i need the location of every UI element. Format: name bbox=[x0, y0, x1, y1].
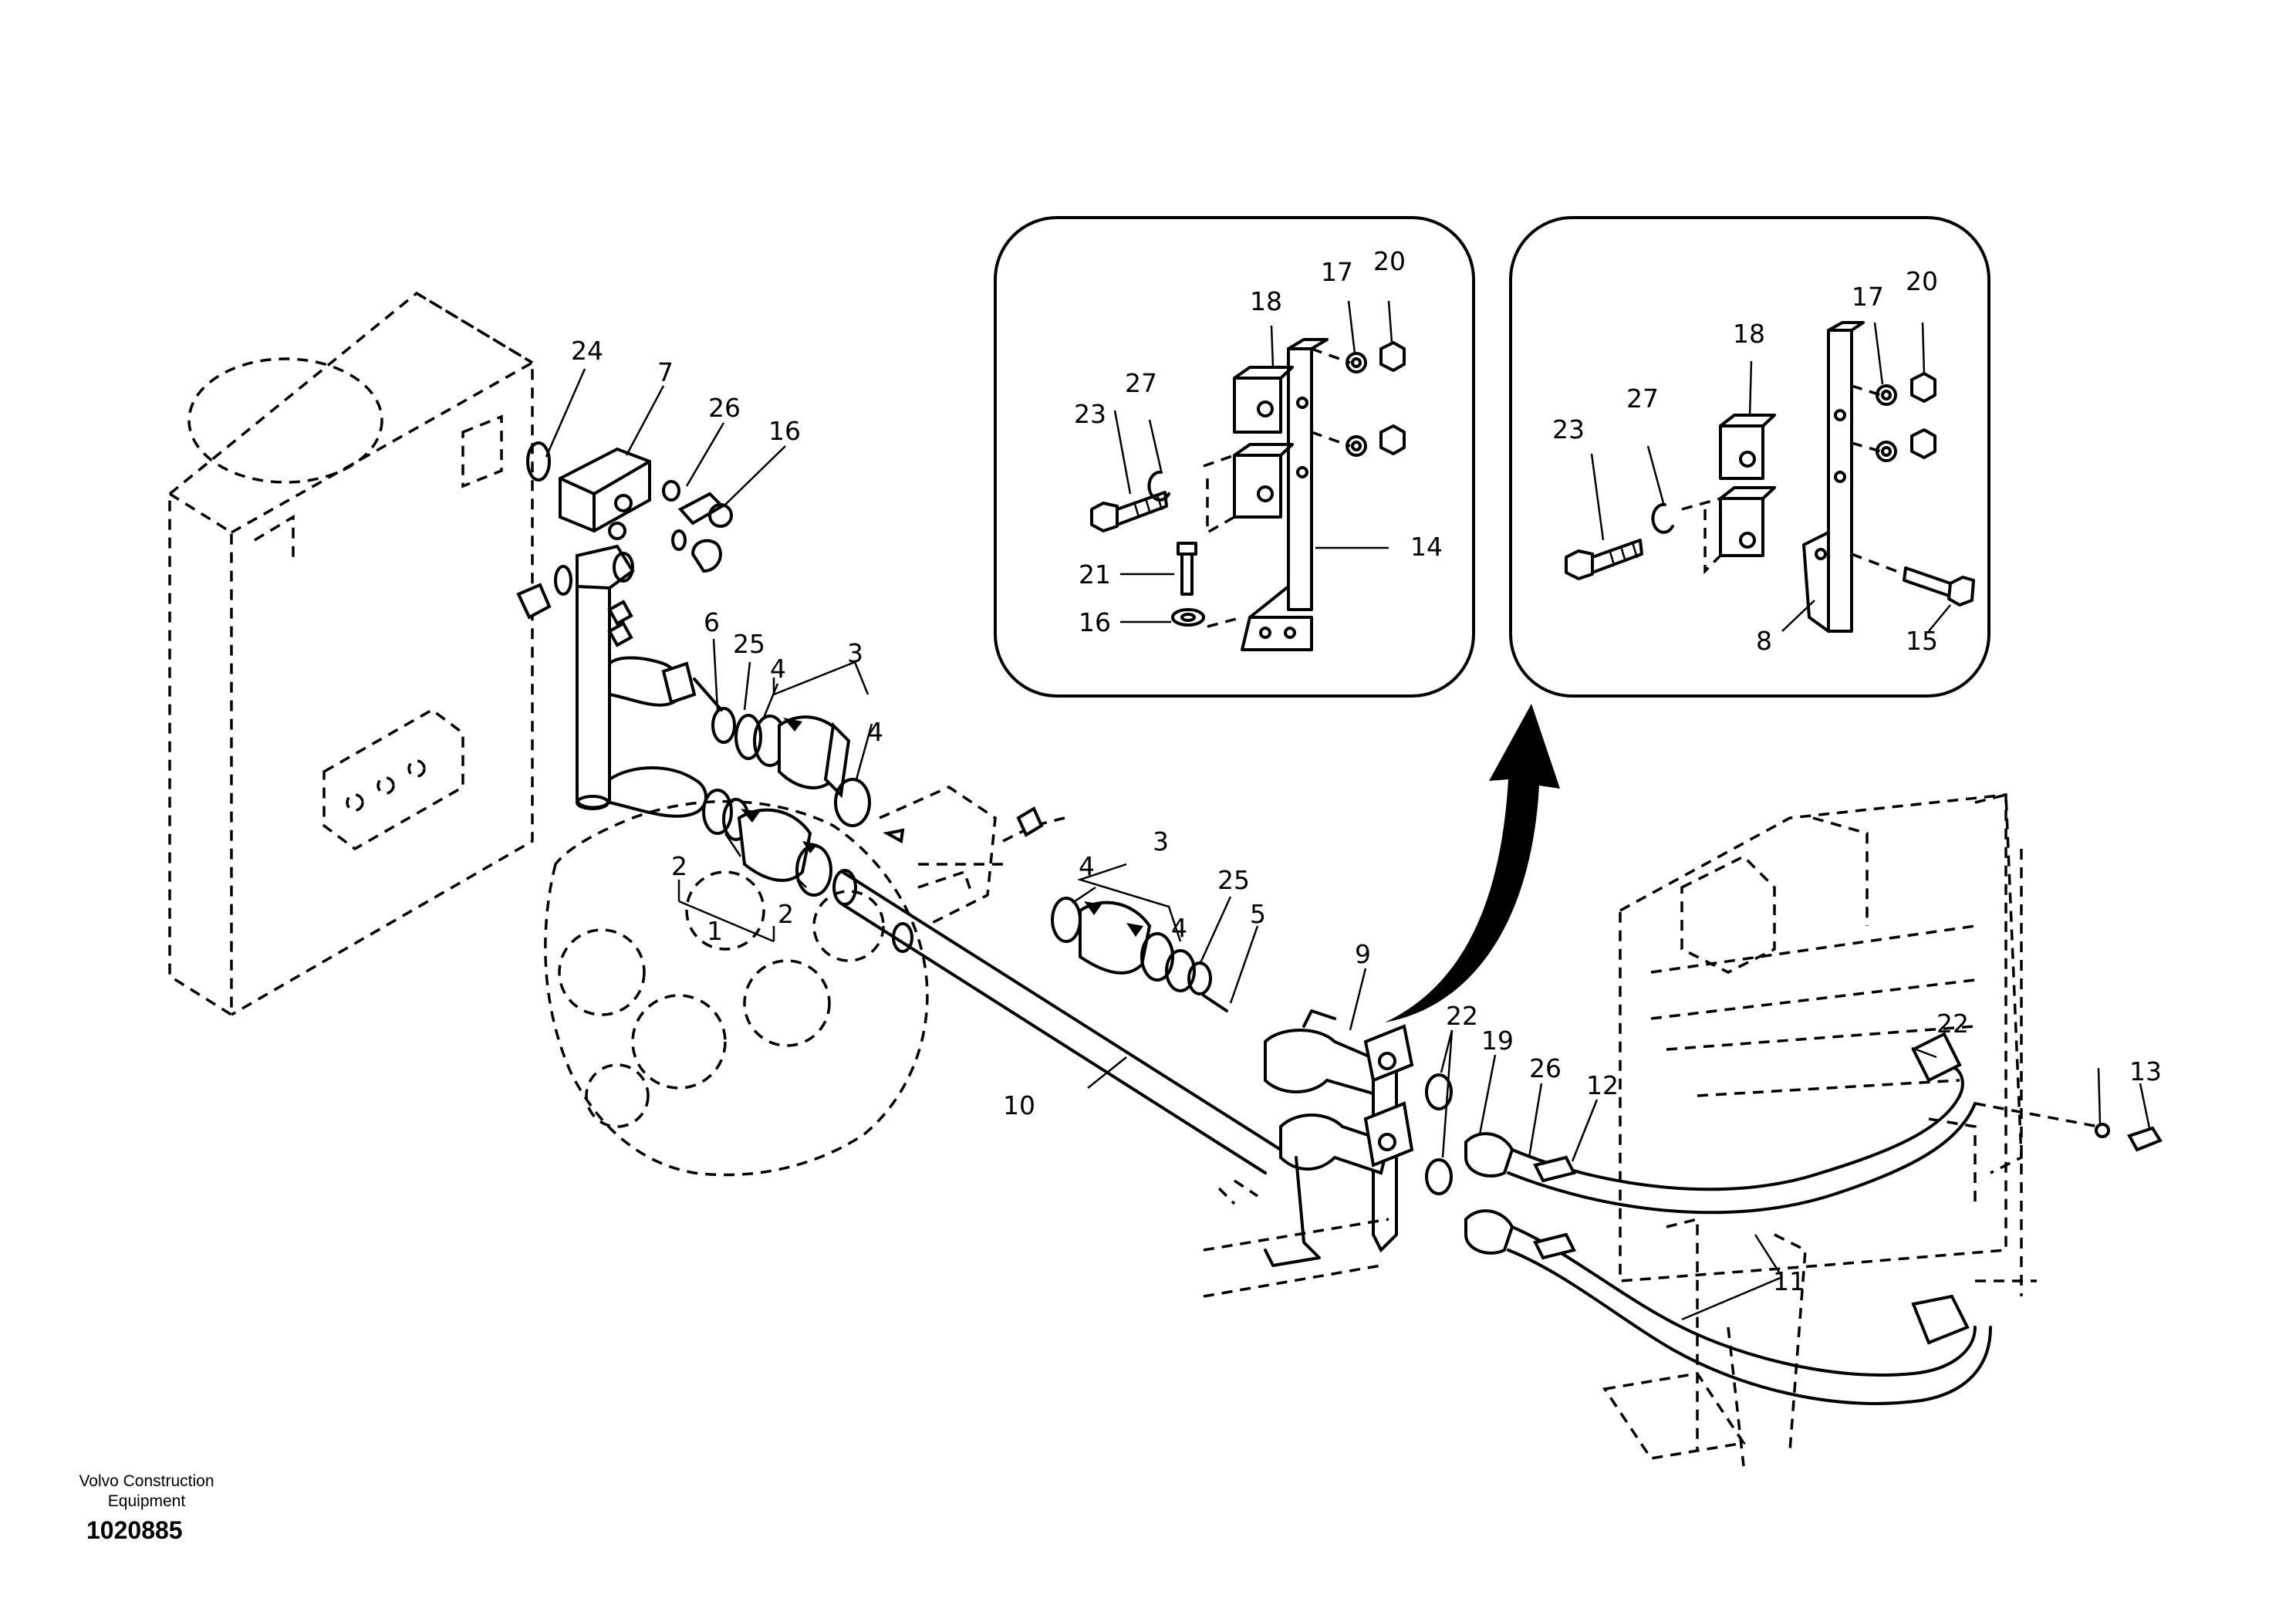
callout-11: 11 bbox=[1773, 1266, 1805, 1296]
callout-2-right: 2 bbox=[778, 899, 794, 929]
valve-block bbox=[516, 441, 733, 647]
callout-16-inset: 16 bbox=[1079, 607, 1111, 637]
callout-26-mid: 26 bbox=[1529, 1053, 1562, 1083]
callout-13: 13 bbox=[2129, 1056, 2162, 1086]
detail-inset-left bbox=[994, 216, 1475, 698]
callout-8: 8 bbox=[1756, 626, 1772, 656]
callout-21: 21 bbox=[1079, 559, 1111, 590]
brand-line-1: Volvo Construction bbox=[79, 1472, 214, 1490]
callout-3-mid: 3 bbox=[1153, 826, 1169, 857]
document-number: 1020885 bbox=[86, 1516, 183, 1544]
clamp-bracket-assembly bbox=[1203, 1009, 1453, 1298]
suction-pipe-vertical bbox=[576, 585, 707, 818]
callout-25-top: 25 bbox=[733, 629, 765, 659]
callout-20-inset-right: 20 bbox=[1906, 266, 1938, 296]
callout-20-inset-left: 20 bbox=[1373, 246, 1406, 276]
callout-25-mid: 25 bbox=[1217, 865, 1250, 895]
callout-15: 15 bbox=[1906, 626, 1938, 656]
callout-27-inset-left: 27 bbox=[1125, 368, 1157, 398]
leader-lines bbox=[545, 368, 2151, 1321]
callout-5: 5 bbox=[1250, 899, 1266, 929]
callout-4-top-right: 4 bbox=[867, 717, 883, 747]
callout-10: 10 bbox=[1003, 1090, 1035, 1120]
hose-lower-assembly bbox=[702, 789, 832, 897]
callout-14: 14 bbox=[1410, 532, 1443, 562]
direction-arrow bbox=[1385, 704, 1560, 1022]
callout-22-left: 22 bbox=[1446, 1001, 1478, 1031]
callout-26-top: 26 bbox=[708, 393, 741, 423]
cooler-hoses bbox=[1464, 1032, 2163, 1405]
callout-16-main: 16 bbox=[768, 416, 801, 446]
callout-9: 9 bbox=[1355, 939, 1371, 969]
callout-4-mid-right: 4 bbox=[1171, 913, 1187, 943]
engine-assembly bbox=[1602, 792, 2037, 1467]
callout-17-inset-right: 17 bbox=[1852, 282, 1884, 312]
callout-3-top: 3 bbox=[847, 638, 863, 668]
callout-18-inset-left: 18 bbox=[1250, 286, 1282, 316]
callout-24: 24 bbox=[571, 336, 603, 366]
callout-22-right: 22 bbox=[1936, 1009, 1969, 1039]
callout-6: 6 bbox=[704, 607, 720, 637]
callout-23-inset-left: 23 bbox=[1074, 399, 1106, 429]
callout-4-top-left: 4 bbox=[770, 654, 786, 684]
hose-upper-assembly bbox=[661, 661, 871, 827]
hydraulic-tank bbox=[168, 291, 534, 1018]
callout-27-inset-right: 27 bbox=[1626, 384, 1659, 414]
callout-2-left: 2 bbox=[671, 851, 687, 881]
hose-middle-assembly bbox=[1051, 897, 1228, 1012]
callout-17-inset-left: 17 bbox=[1321, 257, 1353, 287]
callout-4-mid-left: 4 bbox=[1079, 851, 1095, 881]
callout-18-inset-right: 18 bbox=[1733, 319, 1765, 349]
brand-line-2: Equipment bbox=[107, 1492, 186, 1510]
callout-labels: 23 27 18 17 20 21 16 14 23 27 18 17 20 8… bbox=[571, 246, 2162, 1296]
callout-23-inset-right: 23 bbox=[1552, 414, 1585, 444]
callout-12: 12 bbox=[1586, 1070, 1619, 1100]
detail-inset-right bbox=[1509, 216, 1990, 698]
callout-7: 7 bbox=[657, 357, 674, 387]
callout-1: 1 bbox=[707, 916, 723, 946]
main-pipe bbox=[832, 806, 1282, 1174]
callout-19: 19 bbox=[1481, 1026, 1514, 1056]
